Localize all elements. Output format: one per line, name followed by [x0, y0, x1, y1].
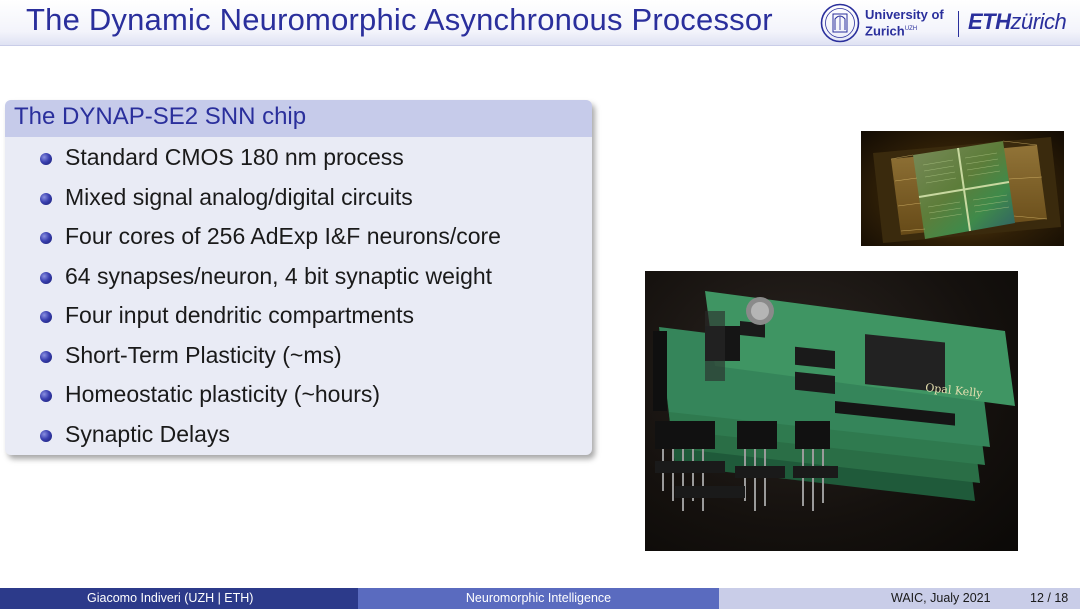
bullet-icon — [40, 153, 52, 165]
footer-event-segment: WAIC, Jualy 2021 12 / 18 — [719, 588, 1080, 609]
eth-logo: ETHzürich — [968, 9, 1067, 35]
bullet-text: Standard CMOS 180 nm process — [65, 144, 404, 170]
bullet-icon — [40, 390, 52, 402]
bullet-icon — [40, 429, 52, 442]
logo-divider — [958, 11, 959, 37]
bullet-icon — [40, 350, 52, 363]
slide-footer: Giacomo Indiveri (UZH | ETH) Neuromorphi… — [0, 588, 1080, 609]
slide-header: The Dynamic Neuromorphic Asynchronous Pr… — [0, 0, 1080, 46]
slide-title: The Dynamic Neuromorphic Asynchronous Pr… — [26, 2, 773, 37]
uzh-logo-sup: UZH — [904, 26, 918, 32]
bullet-text: Mixed signal analog/digital circuits — [65, 183, 413, 210]
board-silkscreen: Opal Kelly — [925, 381, 984, 400]
board-stack-photo: Opal Kelly — [645, 271, 1018, 551]
chip-die-illustration — [873, 137, 1061, 243]
chip-die-photo — [861, 131, 1064, 246]
bullet-item: Four input dendritic compartments — [5, 298, 592, 338]
board-stack-illustration: Opal Kelly — [653, 291, 1015, 511]
bullet-icon — [40, 192, 52, 205]
bullet-text: 64 synapses/neuron, 4 bit synaptic weigh… — [65, 262, 493, 289]
block-title: The DYNAP-SE2 SNN chip — [5, 100, 592, 137]
bullet-text: Short-Term Plasticity (~ms) — [65, 341, 342, 368]
institution-logos: University of ZurichUZH ETHzürich — [818, 3, 1080, 43]
footer-author: Giacomo Indiveri (UZH | ETH) — [87, 591, 254, 605]
uzh-logo-text: University of ZurichUZH — [865, 7, 944, 38]
uzh-seal-icon — [820, 3, 860, 43]
bullet-list: Standard CMOS 180 nm process Mixed signa… — [5, 137, 592, 455]
bullet-item: Short-Term Plasticity (~ms) — [5, 338, 592, 378]
bullet-icon — [40, 271, 52, 284]
page-number: 12 / 18 — [1030, 591, 1069, 605]
footer-topic: Neuromorphic Intelligence — [465, 591, 612, 605]
footer-event: WAIC, Jualy 2021 — [891, 591, 991, 605]
bullet-text: Homeostatic plasticity (~hours) — [65, 381, 381, 407]
uzh-logo-line2: Zurich — [865, 23, 905, 39]
eth-logo-bold: ETH — [968, 9, 1011, 34]
footer-author-segment: Giacomo Indiveri (UZH | ETH) — [0, 588, 358, 609]
bullet-text: Synaptic Delays — [65, 420, 230, 447]
bullet-item: Standard CMOS 180 nm process — [5, 140, 592, 180]
bullet-item: Mixed signal analog/digital circuits — [5, 180, 592, 220]
bullet-icon — [40, 311, 52, 323]
bullet-item: Homeostatic plasticity (~hours) — [5, 377, 592, 417]
bullet-icon — [40, 232, 52, 244]
uzh-logo-line1: University of — [865, 7, 944, 22]
bullet-item: 64 synapses/neuron, 4 bit synaptic weigh… — [5, 259, 592, 299]
bullet-item: Four cores of 256 AdExp I&F neurons/core — [5, 219, 592, 259]
footer-topic-segment: Neuromorphic Intelligence — [358, 588, 719, 609]
chip-features-block: The DYNAP-SE2 SNN chip Standard CMOS 180… — [5, 100, 592, 455]
bullet-item: Synaptic Delays — [5, 417, 592, 456]
bullet-text: Four input dendritic compartments — [65, 302, 414, 328]
bullet-text: Four cores of 256 AdExp I&F neurons/core — [65, 223, 501, 249]
eth-logo-light: zürich — [1010, 9, 1067, 34]
